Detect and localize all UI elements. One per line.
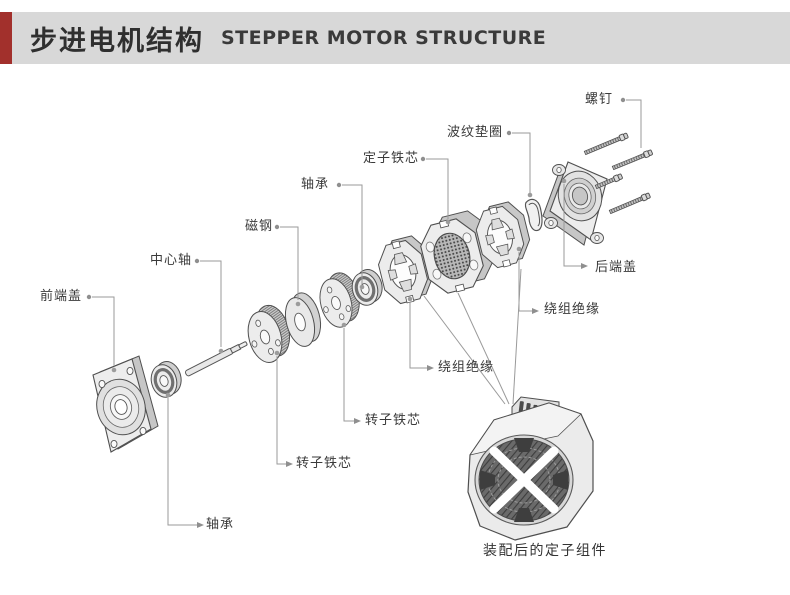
label-winding-insulation-right: 绕组绝缘 <box>544 302 601 317</box>
leader-part-dots <box>111 178 567 398</box>
assembled-stator <box>467 396 594 541</box>
header-accent-block <box>0 12 12 64</box>
label-screws: 螺钉 <box>585 92 614 107</box>
title-row: 步进电机结构 STEPPER MOTOR STRUCTURE <box>30 12 546 64</box>
label-magnet: 磁钢 <box>245 219 274 234</box>
page-subtitle: STEPPER MOTOR STRUCTURE <box>221 27 547 49</box>
page-title: 步进电机结构 <box>30 25 204 57</box>
screws <box>583 132 653 215</box>
label-winding-insulation-mid: 绕组绝缘 <box>438 360 495 375</box>
label-rotor-core-lower: 转子铁芯 <box>296 456 353 471</box>
assembly-lines <box>423 268 522 405</box>
label-rear-end-cover: 后端盖 <box>595 260 638 275</box>
label-assembled-stator: 装配后的定子组件 <box>483 543 607 559</box>
center-shaft <box>185 341 248 377</box>
label-front-end-cover: 前端盖 <box>40 289 83 304</box>
wave-washer <box>524 198 543 232</box>
label-bearing-top: 轴承 <box>301 177 330 192</box>
rear-end-cover <box>542 161 608 246</box>
label-wave-washer: 波纹垫圈 <box>447 125 504 140</box>
label-stator-core: 定子铁芯 <box>363 151 420 166</box>
label-bearing-bottom: 轴承 <box>206 517 235 532</box>
leader-label-dots <box>86 97 626 300</box>
header-bar: 步进电机结构 STEPPER MOTOR STRUCTURE <box>0 12 790 64</box>
front-end-cover <box>92 355 159 453</box>
label-center-shaft: 中心轴 <box>150 253 193 268</box>
leader-lines <box>92 99 642 528</box>
label-rotor-core-upper: 转子铁芯 <box>365 413 422 428</box>
